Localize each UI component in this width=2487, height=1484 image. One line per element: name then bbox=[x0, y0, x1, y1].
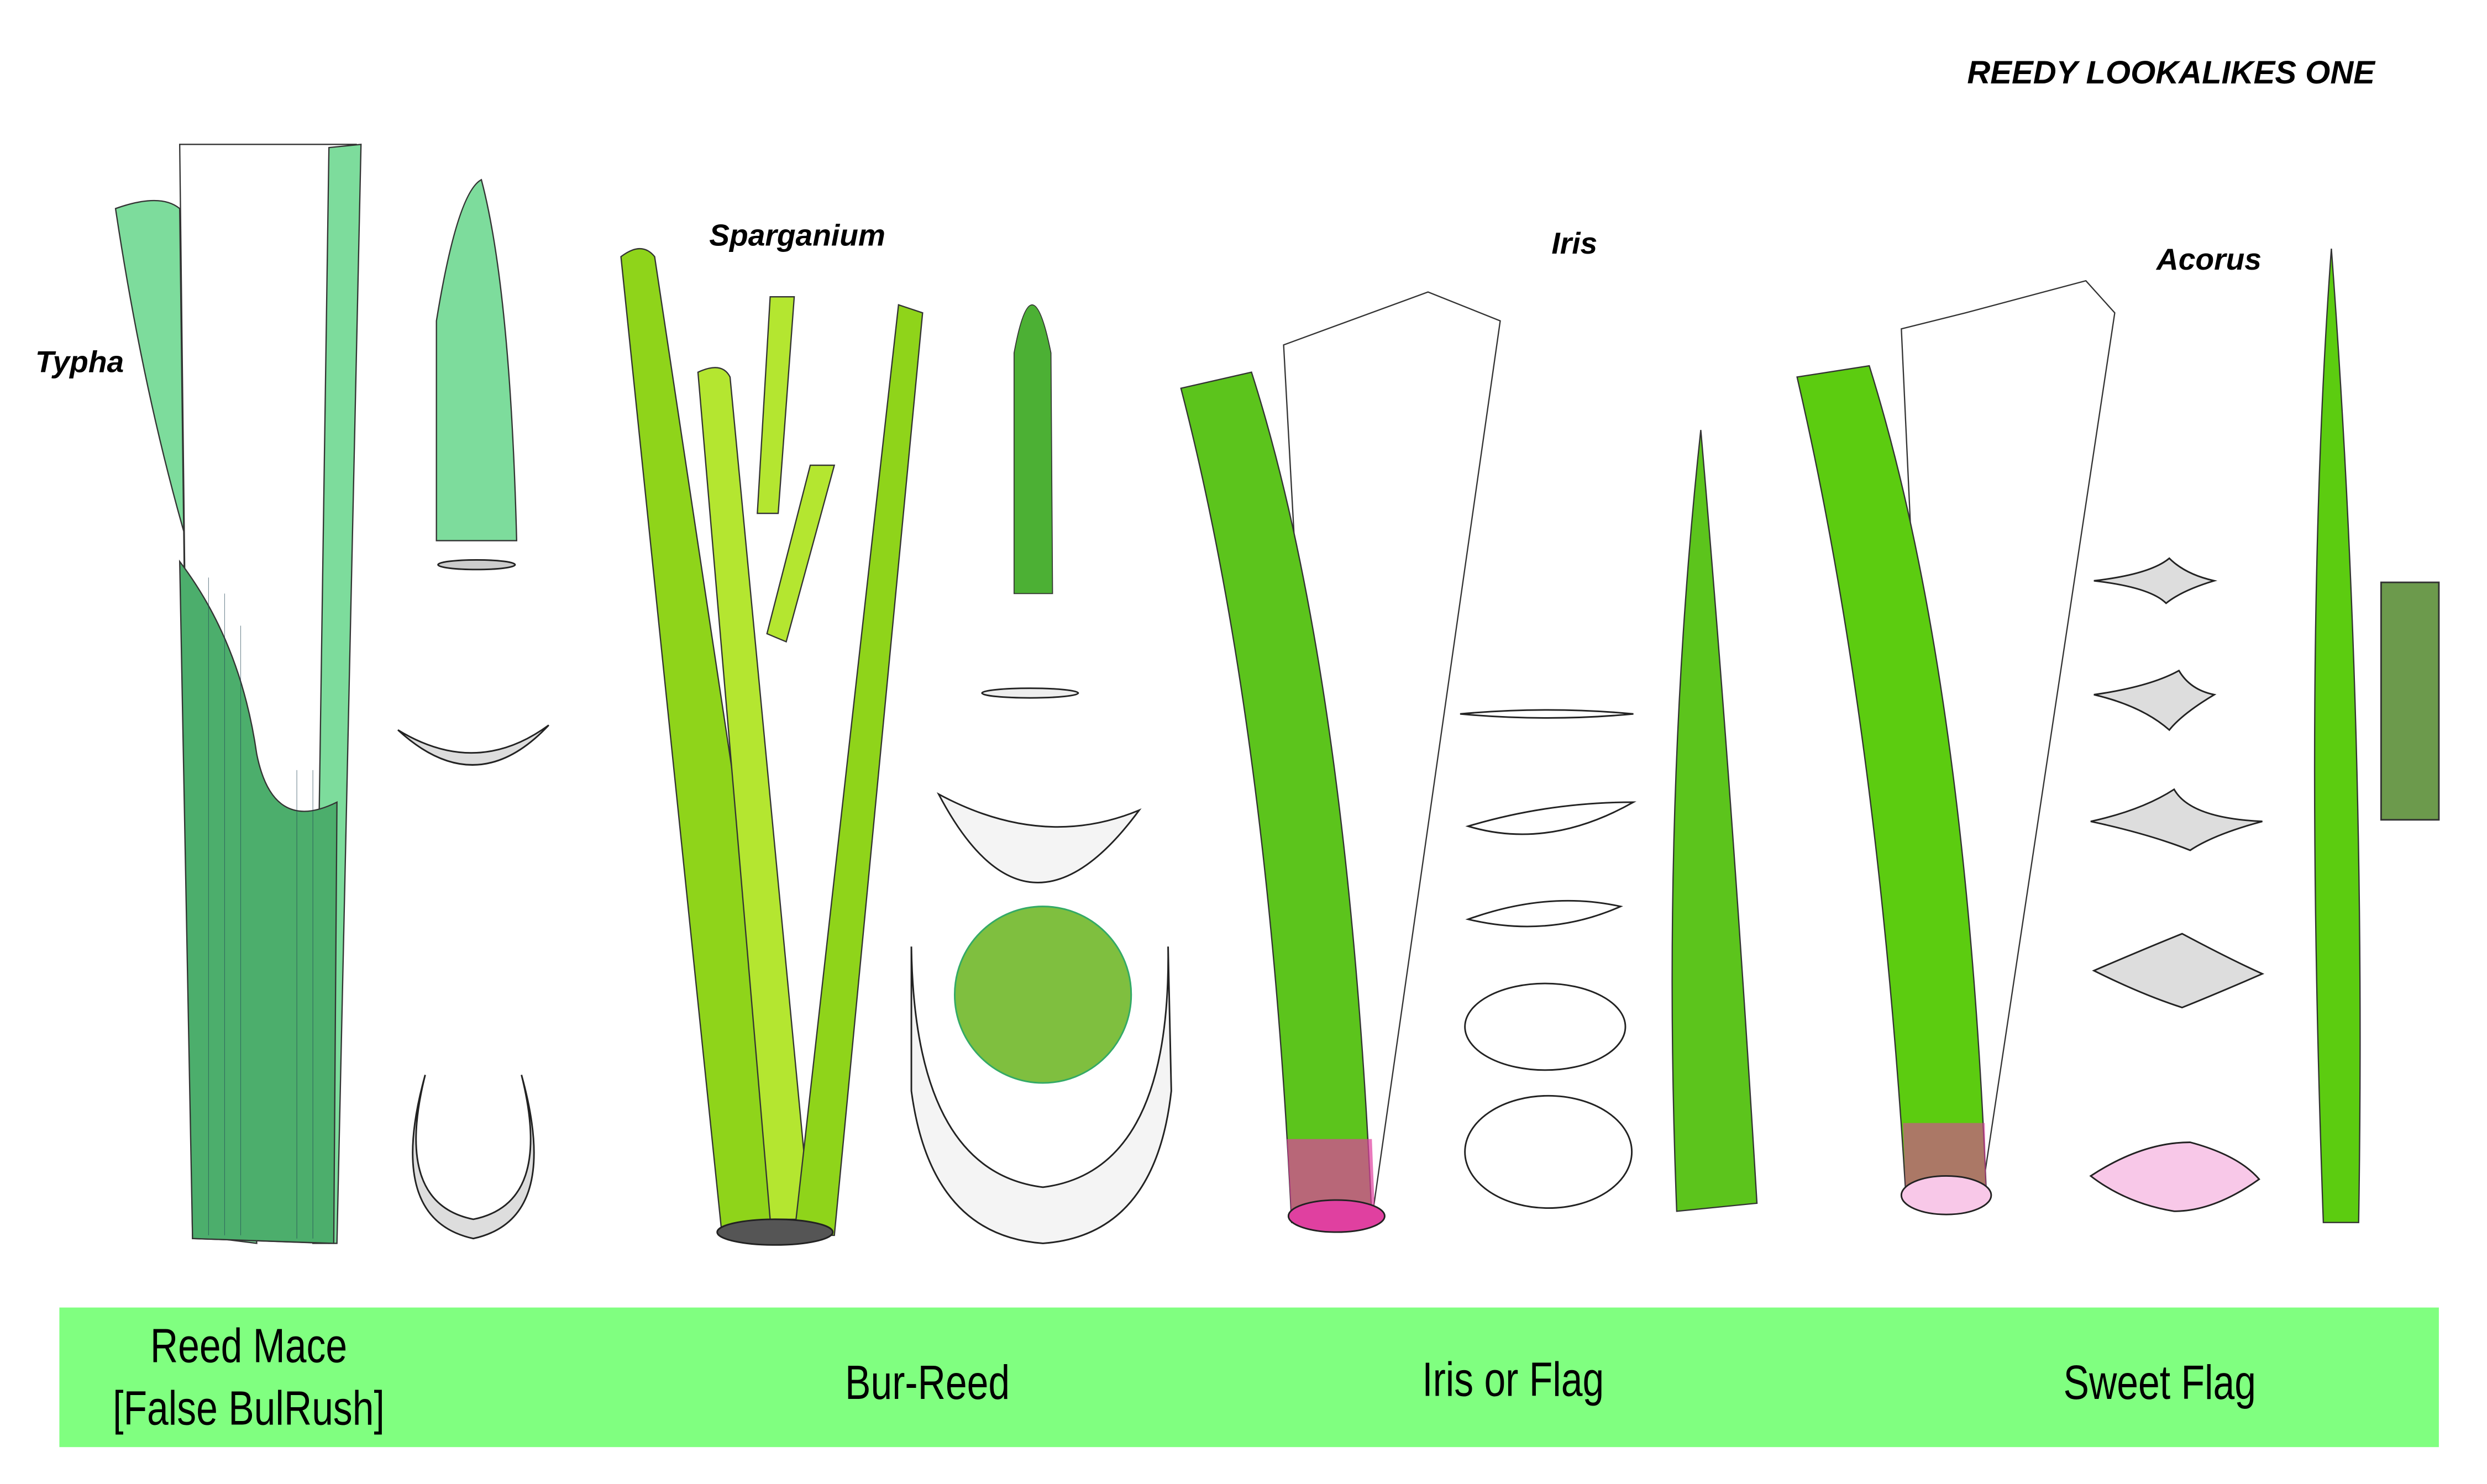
common-name-reed-mace: Reed Mace bbox=[150, 1319, 347, 1372]
diagram-title: REEDY LOOKALIKES ONE bbox=[1967, 55, 2376, 91]
iris-section-4 bbox=[1464, 982, 1626, 1071]
sparganium-section-u bbox=[910, 946, 1172, 1244]
typha-leaf-tip bbox=[436, 178, 518, 541]
iris-section-3 bbox=[1465, 899, 1623, 928]
sparganium-leaf-tip bbox=[1013, 304, 1053, 594]
common-name-bur-reed: Bur-Reed bbox=[845, 1356, 1010, 1409]
genus-label-acorus: Acorus bbox=[2155, 242, 2262, 276]
acorus-section-1 bbox=[2094, 557, 2218, 604]
sparganium-base bbox=[716, 1218, 834, 1246]
common-name-sweet-flag: Sweet Flag bbox=[2064, 1356, 2256, 1409]
genus-label-sparganium: Sparganium bbox=[709, 218, 885, 252]
sparganium-section-thin bbox=[981, 687, 1079, 699]
sparganium-stem-1 bbox=[697, 367, 811, 1220]
sparganium-section-v bbox=[936, 792, 1142, 883]
typha-illustration: Typha bbox=[35, 144, 549, 1244]
iris-section-1 bbox=[1460, 709, 1634, 719]
sparganium-stem-3 bbox=[766, 464, 836, 643]
iris-illustration: Iris bbox=[1180, 226, 1758, 1233]
common-names-band bbox=[59, 1307, 2439, 1448]
typha-section-v bbox=[397, 724, 549, 766]
iris-section-5 bbox=[1464, 1094, 1633, 1209]
genus-label-iris: Iris bbox=[1551, 226, 1597, 260]
typha-lower-sheath bbox=[179, 559, 338, 1244]
acorus-base-section bbox=[1900, 1175, 1992, 1215]
acorus-illustration: Acorus bbox=[1796, 242, 2440, 1223]
sparganium-illustration: Sparganium bbox=[620, 218, 1172, 1246]
genus-label-typha: Typha bbox=[35, 345, 124, 379]
acorus-leaf-right bbox=[2313, 249, 2361, 1223]
common-name-iris-or-flag: Iris or Flag bbox=[1422, 1353, 1604, 1406]
typha-section-thin bbox=[437, 559, 516, 571]
acorus-section-3 bbox=[2090, 788, 2263, 851]
acorus-leaf-detail bbox=[2380, 581, 2440, 821]
sparganium-right-leaf bbox=[793, 304, 924, 1236]
typha-section-u bbox=[412, 1075, 535, 1240]
iris-leaf-right bbox=[1671, 430, 1758, 1212]
acorus-section-4 bbox=[2092, 933, 2265, 1009]
acorus-section-2 bbox=[2094, 669, 2217, 732]
common-name-false-bulrush: [False BulRush] bbox=[113, 1381, 385, 1435]
sparganium-stem-2 bbox=[757, 296, 795, 514]
sparganium-section-core bbox=[953, 906, 1132, 1084]
iris-base-section bbox=[1287, 1199, 1386, 1233]
acorus-section-5 bbox=[2089, 1141, 2260, 1212]
iris-section-2 bbox=[1465, 801, 1637, 835]
